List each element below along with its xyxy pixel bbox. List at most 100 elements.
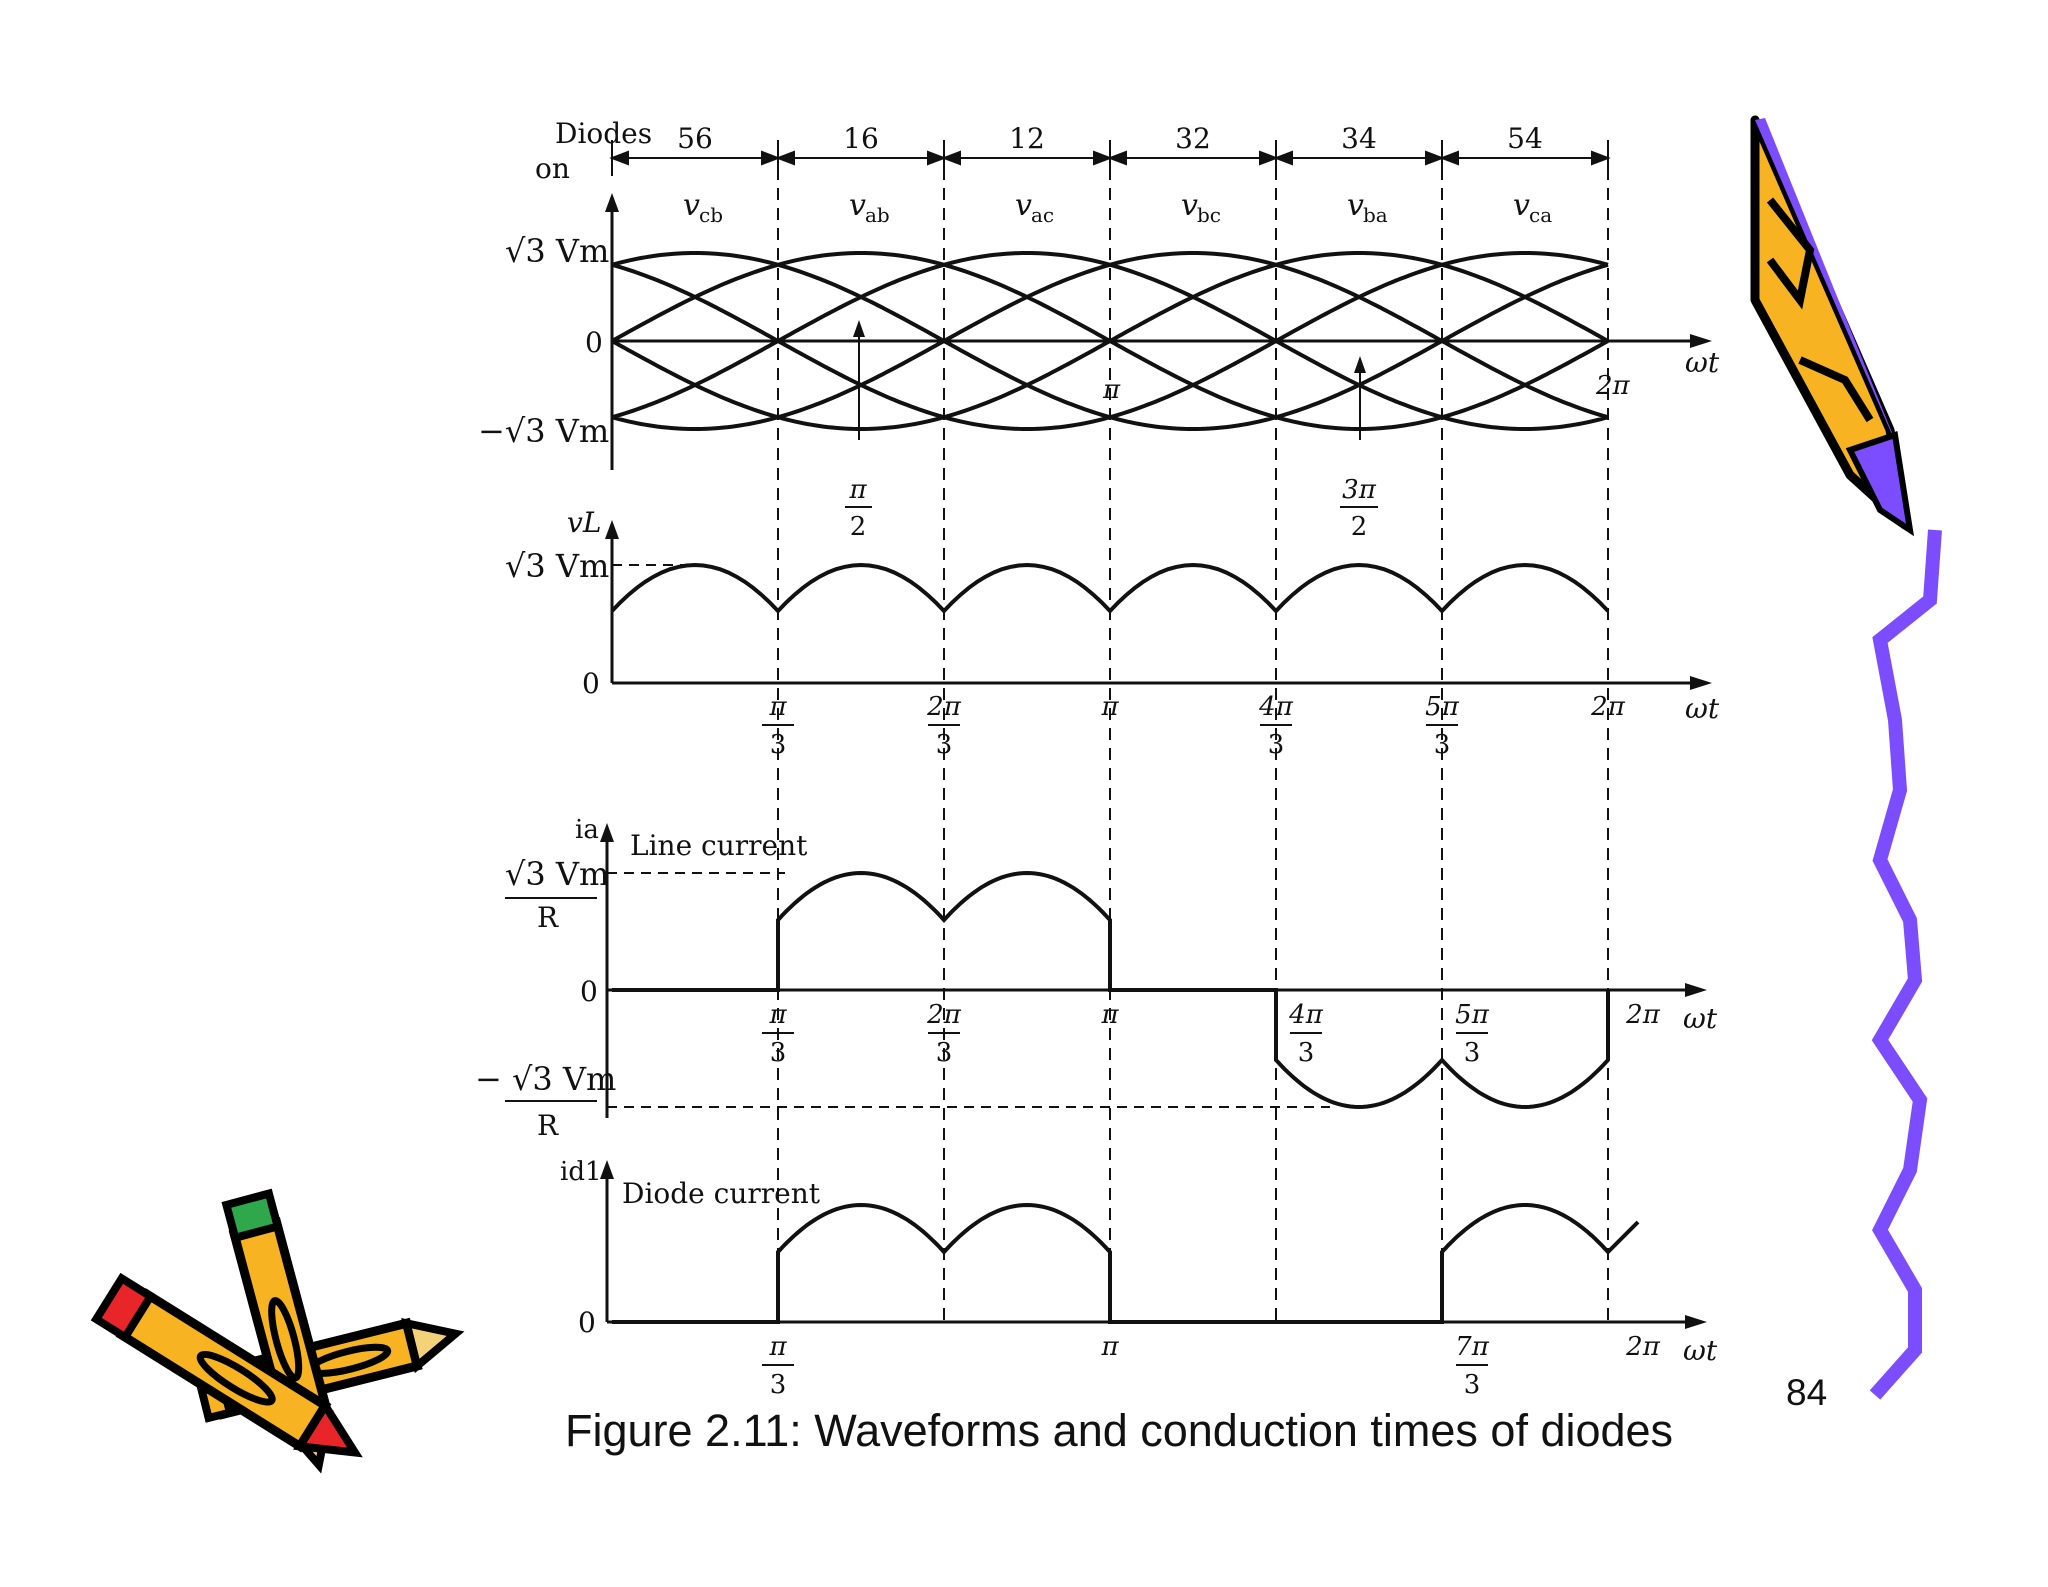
y-axis-arrow-icon [600, 823, 614, 842]
p3-y-top-num: √3 Vm [505, 855, 609, 893]
x-axis-arrow-icon [1685, 983, 1707, 997]
line-voltage-label: v [849, 188, 866, 223]
line-voltage-sub: ac [1031, 203, 1054, 227]
tick-numerator: 2π [1625, 1000, 1661, 1030]
tick-numerator: π [768, 1000, 787, 1030]
y-axis-arrow-icon [605, 193, 619, 212]
tick-numerator: π [1100, 692, 1119, 722]
arrow-left-icon [941, 150, 961, 166]
tick-numerator: 5π [1455, 1000, 1490, 1030]
pi-half-arrow-icon [853, 320, 865, 337]
crossed-pencils-icon [90, 1188, 465, 1474]
tick-denominator: 3 [1464, 1370, 1481, 1400]
p4-axis: ωt [1683, 1334, 1718, 1367]
tick-numerator: π [768, 692, 787, 722]
p3-title: Line current [630, 829, 808, 862]
three-pi-half-arrow-icon [1354, 356, 1366, 373]
x-axis-arrow-icon [1690, 676, 1712, 690]
p3-y-bottom-num: − √3 Vm [475, 1060, 616, 1098]
p3-y-label: ia [575, 815, 599, 845]
line-voltage-label: v [1015, 188, 1032, 223]
p1-axis: ωt [1685, 346, 1720, 379]
p3-axis: ωt [1683, 1002, 1718, 1035]
tick-denominator: 3 [1268, 730, 1285, 760]
p1-y-zero: 0 [585, 326, 603, 359]
tick-denominator: 3 [936, 1038, 953, 1068]
arrow-left-icon [1273, 150, 1293, 166]
arrow-left-icon [1439, 150, 1459, 166]
tick-numerator: π [1100, 1000, 1119, 1030]
tick-denominator: 3 [770, 1038, 787, 1068]
line-voltage-label: v [683, 188, 700, 223]
tick-numerator: 2π [1590, 692, 1626, 722]
line-voltage-sub: bc [1197, 203, 1221, 227]
y-axis-arrow-icon [600, 1160, 614, 1179]
line-current-waveform [612, 870, 1610, 1110]
tick-denominator: 3 [1434, 730, 1451, 760]
diode-pair-label: 12 [1009, 122, 1045, 155]
arrow-right-icon [1591, 150, 1611, 166]
page-number: 84 [1786, 1372, 1828, 1413]
arrow-right-icon [1259, 150, 1279, 166]
tick-numerator: π [768, 1332, 787, 1362]
p2-y-top: √3 Vm [505, 547, 609, 585]
purple-squiggle-icon [1869, 529, 1942, 1400]
p4-y-zero: 0 [578, 1306, 596, 1339]
p2-y-label: vL [567, 506, 601, 539]
diodes-header-line1: Diodes [555, 117, 652, 150]
panel-line-current: ia Line current √3 Vm R 0 − √3 Vm R ωt π… [475, 815, 1718, 1142]
diode-pair-label: 56 [677, 122, 713, 155]
p1-pi: π [1102, 375, 1121, 405]
tick-numerator: 7π [1455, 1332, 1490, 1362]
diode-current-waveform [612, 1202, 1640, 1324]
tick-denominator: 3 [1464, 1038, 1481, 1068]
three-pi-half-num: 3π [1342, 475, 1377, 505]
load-voltage-ripple [610, 562, 1610, 614]
diode-pair-label: 16 [843, 122, 879, 155]
x-axis-arrow-icon [1685, 1315, 1707, 1329]
tick-numerator: 5π [1425, 692, 1460, 722]
tick-numerator: 4π [1258, 692, 1294, 722]
line-voltage-sub: ca [1529, 203, 1552, 227]
p3-y-top-den: R [537, 901, 559, 934]
diodes-header-line2: on [535, 152, 570, 185]
p3-y-bottom-den: R [537, 1109, 559, 1142]
pencil-icon [1750, 115, 1915, 537]
p2-y-zero: 0 [582, 667, 600, 700]
arrow-right-icon [1425, 150, 1445, 166]
arrow-left-icon [609, 150, 629, 166]
arrow-right-icon [1093, 150, 1113, 166]
diode-pair-label: 32 [1175, 122, 1211, 155]
tick-numerator: 2π [926, 1000, 962, 1030]
p3-y-zero: 0 [580, 975, 598, 1008]
tick-numerator: 2π [1625, 1332, 1661, 1362]
p4-y-label: id1 [560, 1157, 602, 1187]
conduction-interval-arrows [609, 140, 1611, 176]
tick-denominator: 3 [936, 730, 953, 760]
p4-title: Diode current [622, 1177, 821, 1210]
arrow-right-icon [761, 150, 781, 166]
line-voltage-label: v [1347, 188, 1364, 223]
p2-axis: ωt [1685, 692, 1720, 725]
tick-denominator: 3 [770, 730, 787, 760]
pi-half-den: 2 [850, 512, 867, 542]
y-axis-arrow-icon [605, 520, 619, 539]
p1-2pi: 2π [1595, 371, 1631, 401]
dashed-guides [777, 168, 1609, 1320]
line-voltage-sub: ba [1363, 203, 1388, 227]
three-pi-half-den: 2 [1351, 512, 1368, 542]
p1-y-bottom: −√3 Vm [478, 412, 609, 450]
tick-numerator: 4π [1288, 1000, 1324, 1030]
x-axis-arrow-icon [1690, 334, 1712, 348]
pi-half-num: π [848, 475, 867, 505]
six-line-voltage-sinusoids [611, 251, 1609, 431]
diode-pair-label: 54 [1507, 122, 1543, 155]
